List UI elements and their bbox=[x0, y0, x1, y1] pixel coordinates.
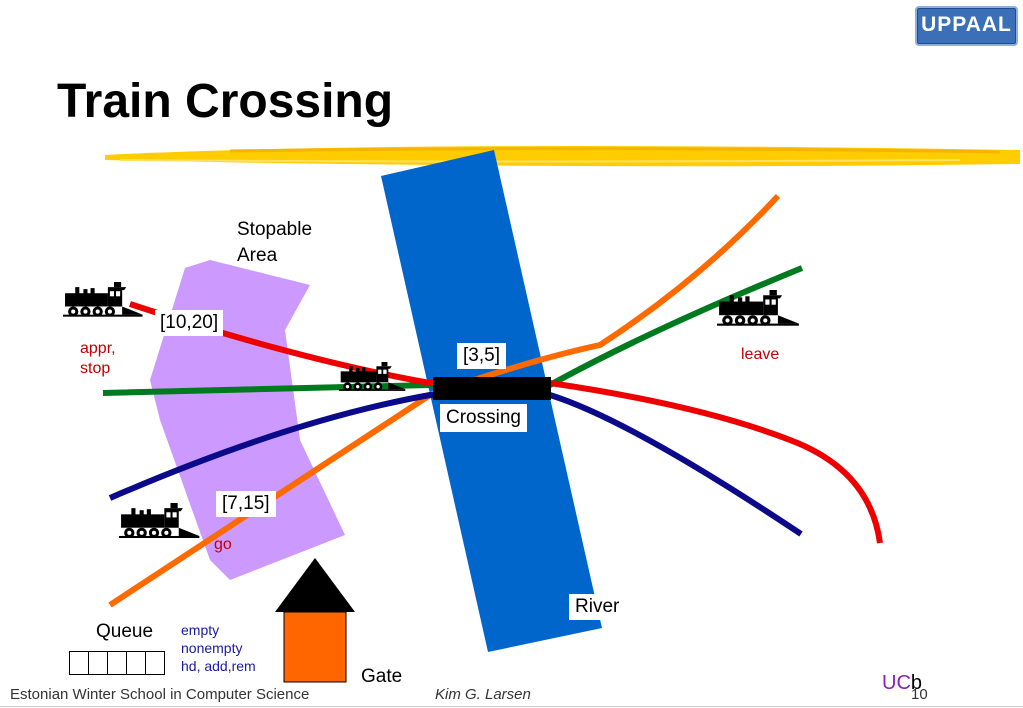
leave-label: leave bbox=[741, 346, 780, 363]
stopable-area bbox=[150, 260, 345, 580]
stopable-area-label: Stopable bbox=[237, 219, 313, 240]
queue-op: nonempty bbox=[181, 640, 243, 656]
queue-op: hd, add,rem bbox=[181, 658, 256, 674]
interval-start: [7,15] bbox=[216, 491, 276, 517]
river-label: River bbox=[569, 594, 626, 620]
uppaal-logo: UPPAAL bbox=[915, 6, 1018, 46]
track-red bbox=[129, 301, 883, 544]
ucb-b: b bbox=[910, 672, 923, 694]
gate-icon bbox=[275, 558, 355, 683]
ucb-uc: UC bbox=[882, 672, 911, 694]
queue-op: empty bbox=[181, 622, 220, 638]
appr-label: appr, bbox=[80, 340, 116, 357]
queue-slots bbox=[69, 651, 165, 675]
gate-label: Gate bbox=[361, 666, 403, 687]
interval-cross: [3,5] bbox=[457, 343, 506, 369]
queue-operations: empty nonempty hd, add,rem bbox=[181, 621, 256, 675]
crossing-block bbox=[433, 377, 551, 400]
crossing-label: Crossing bbox=[440, 404, 527, 432]
track-navy bbox=[108, 392, 803, 537]
queue-slot bbox=[88, 651, 108, 675]
queue-label: Queue bbox=[96, 621, 154, 642]
river bbox=[381, 150, 602, 652]
title-underline bbox=[105, 146, 1020, 167]
queue-slot bbox=[126, 651, 146, 675]
train-icon bbox=[63, 282, 143, 317]
page-title: Train Crossing bbox=[57, 75, 394, 128]
go-label: go bbox=[214, 536, 232, 553]
page-number: 10 bbox=[911, 686, 928, 703]
stop-label: stop bbox=[80, 360, 111, 377]
queue-slot bbox=[107, 651, 127, 675]
queue-slot bbox=[145, 651, 165, 675]
train-icon bbox=[119, 503, 200, 539]
stopable-area-label: Area bbox=[237, 245, 278, 266]
logo-text: UPPAAL bbox=[921, 13, 1012, 36]
footer-divider bbox=[0, 706, 1023, 707]
footer-author: Kim G. Larsen bbox=[435, 686, 531, 703]
ucb-logo: UCb bbox=[882, 672, 922, 695]
footer-course: Estonian Winter School in Computer Scien… bbox=[10, 686, 310, 703]
interval-approach: [10,20] bbox=[155, 310, 224, 336]
queue-slot bbox=[69, 651, 89, 675]
